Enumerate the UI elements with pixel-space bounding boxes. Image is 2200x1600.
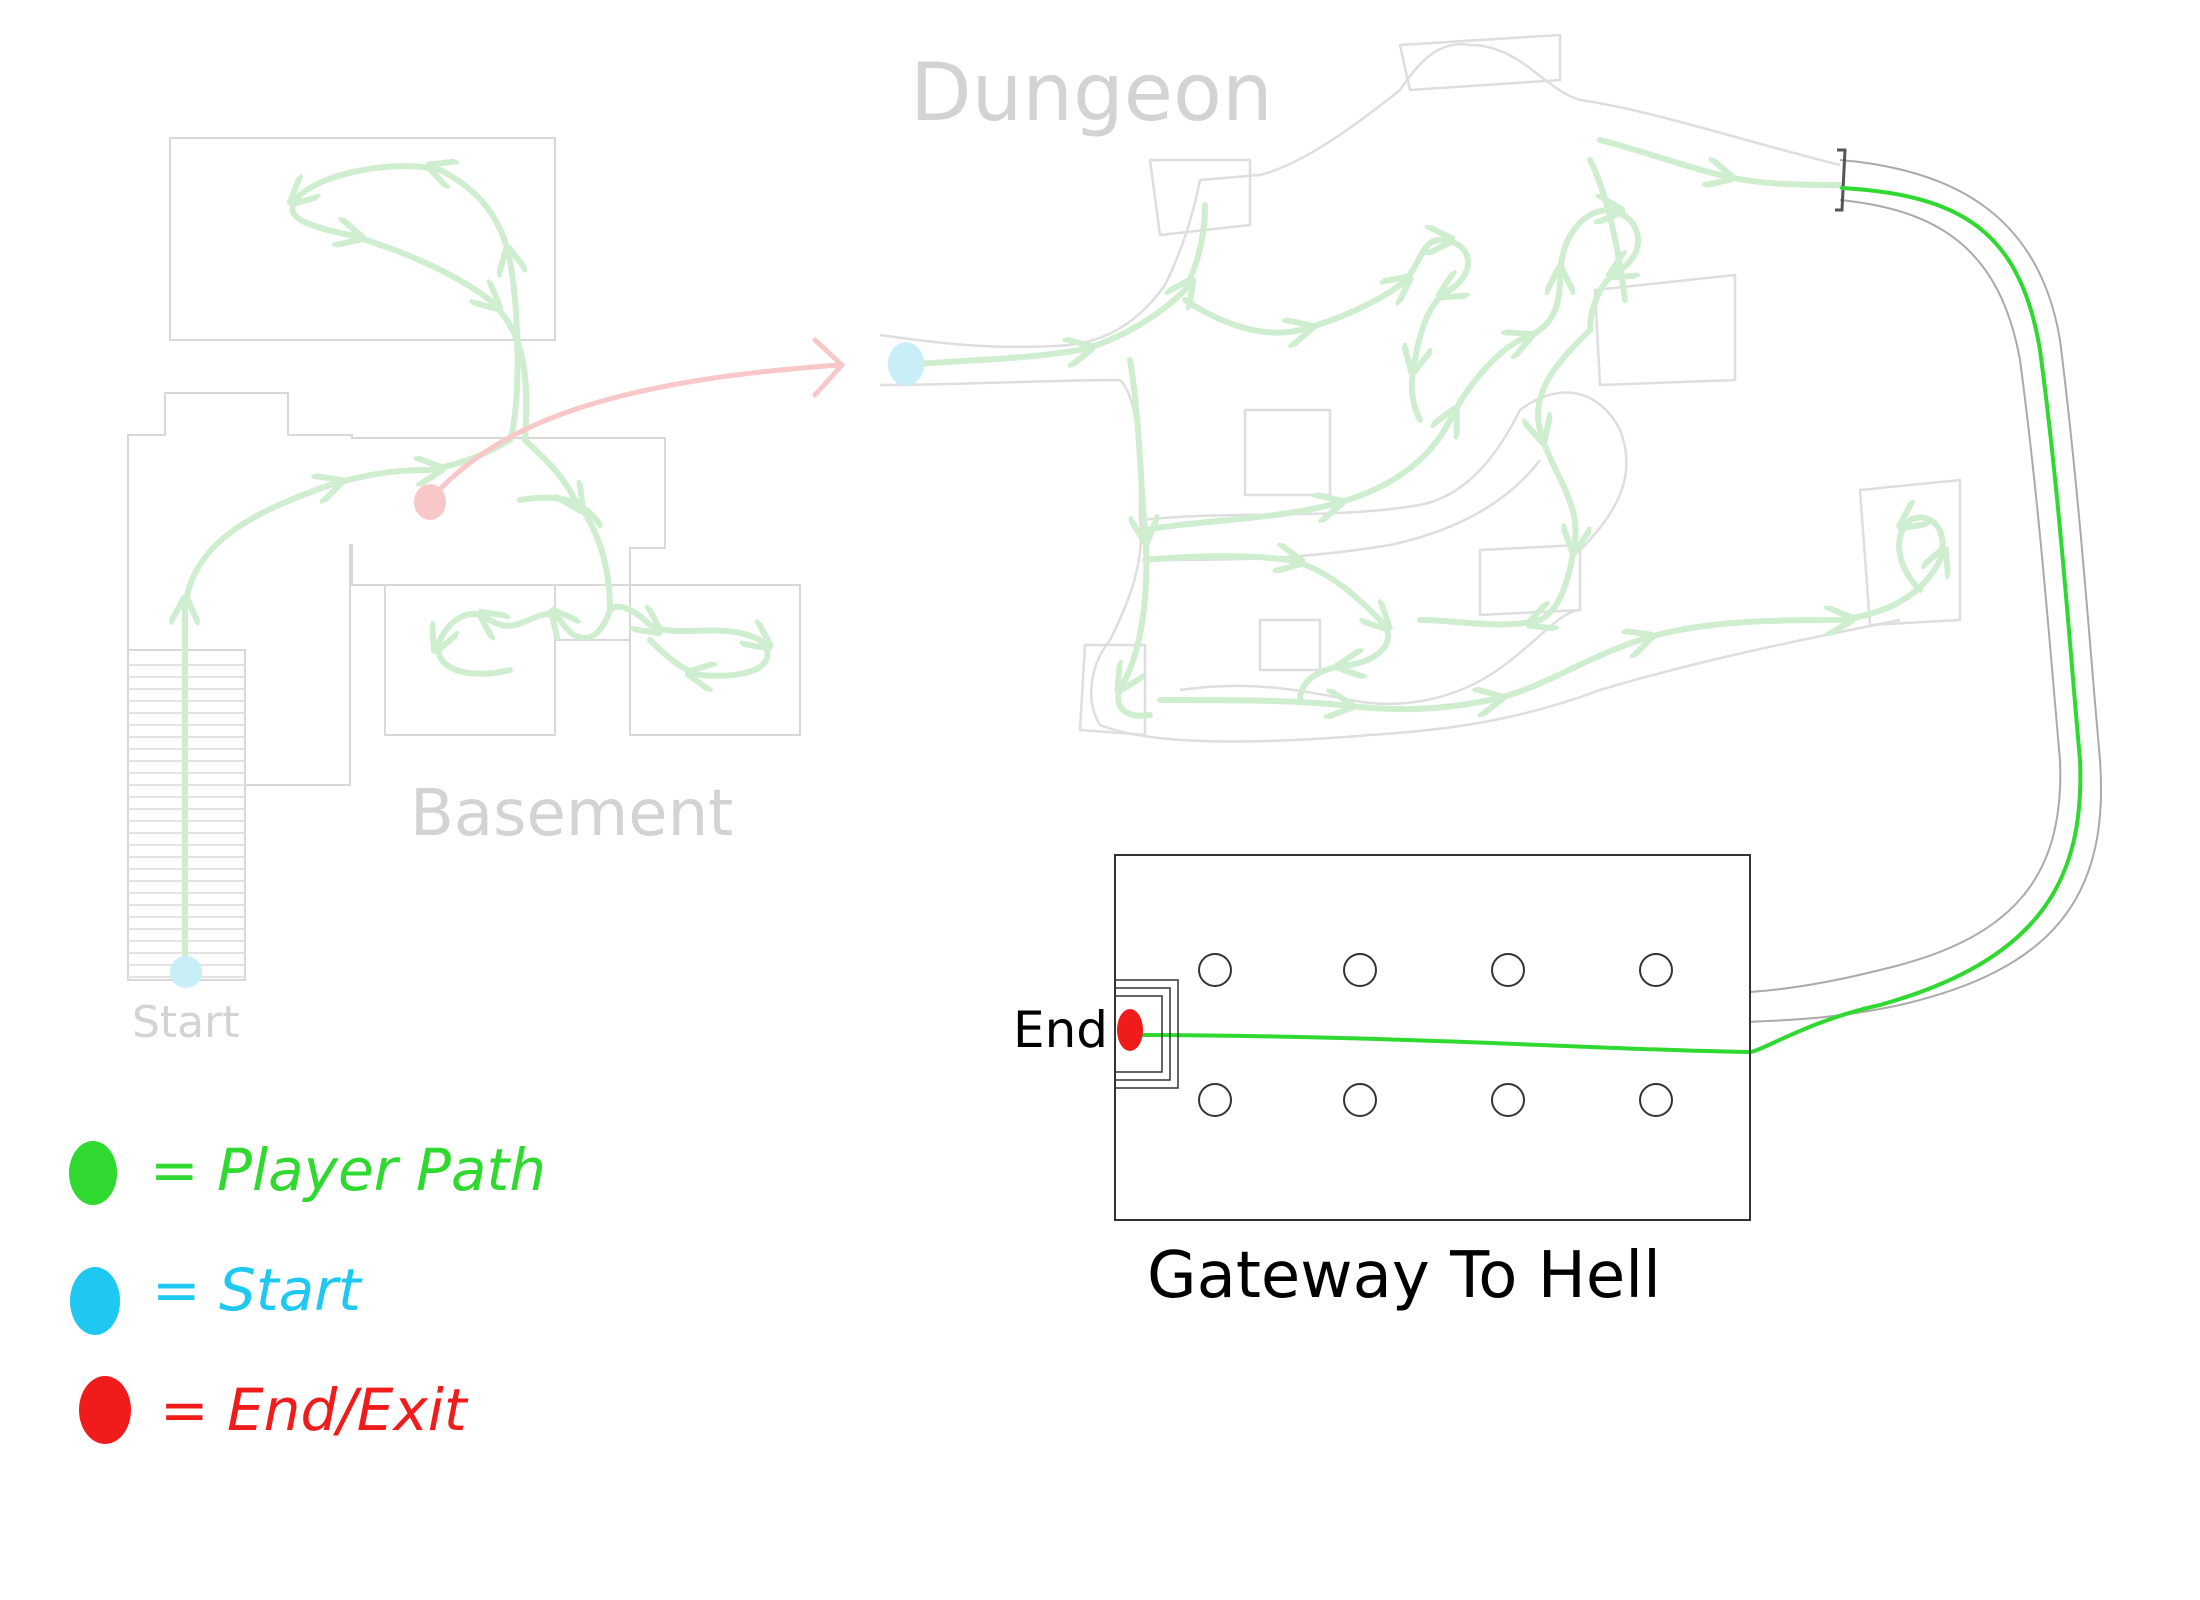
pillar	[1198, 1083, 1232, 1117]
dungeon-room-5	[1858, 478, 1962, 627]
pillar	[1491, 1083, 1525, 1117]
dungeon-label: Dungeon	[910, 46, 1273, 139]
dungeon-room-1	[1148, 158, 1252, 237]
basement-left-room	[384, 584, 556, 736]
green-dot-icon	[69, 1141, 117, 1205]
legend-start: = Start	[152, 1256, 363, 1324]
dungeon-room-4	[1593, 273, 1737, 387]
dungeon-room-8	[1258, 618, 1322, 672]
red-dot-icon	[79, 1376, 131, 1444]
dungeon-corridor-inner	[879, 378, 1901, 743]
pillar	[1343, 1083, 1377, 1117]
basement-upper-room	[169, 137, 556, 341]
pillar	[1198, 953, 1232, 987]
pillar	[1639, 953, 1673, 987]
basement-main-hall	[127, 392, 666, 981]
gateway-pillars	[1198, 953, 1673, 1117]
dungeon-loop-b	[1149, 459, 1541, 562]
pillar	[1639, 1083, 1673, 1117]
gateway-door	[1114, 979, 1179, 1089]
pillar	[1343, 953, 1377, 987]
start-label: Start	[132, 997, 240, 1048]
gateway-player-path	[1118, 186, 2083, 1055]
basement-right-room	[629, 584, 801, 736]
dungeon-map	[879, 33, 1962, 743]
basement-start-marker	[170, 956, 202, 988]
dungeon-room-2	[1243, 408, 1332, 497]
legend-end-exit: = End/Exit	[160, 1376, 469, 1444]
dungeon-start-marker	[888, 342, 924, 386]
pillar	[1491, 953, 1525, 987]
gateway-end-marker	[1117, 1009, 1143, 1051]
basement-end-marker	[414, 484, 446, 520]
basement-label: Basement	[410, 777, 733, 851]
gateway-label: Gateway To Hell	[1147, 1239, 1661, 1313]
legend-player-path: = Player Path	[150, 1136, 546, 1204]
dungeon-player-path	[902, 137, 1943, 716]
legend: = Player Path = Start = End/Exit	[69, 1136, 546, 1444]
basement-map	[127, 137, 801, 981]
blue-dot-icon	[70, 1267, 120, 1335]
end-label: End	[1013, 1001, 1108, 1059]
gateway-corridor	[1749, 148, 2102, 1023]
basement-exit-arrow	[427, 337, 846, 503]
dungeon-room-7	[1398, 33, 1562, 92]
